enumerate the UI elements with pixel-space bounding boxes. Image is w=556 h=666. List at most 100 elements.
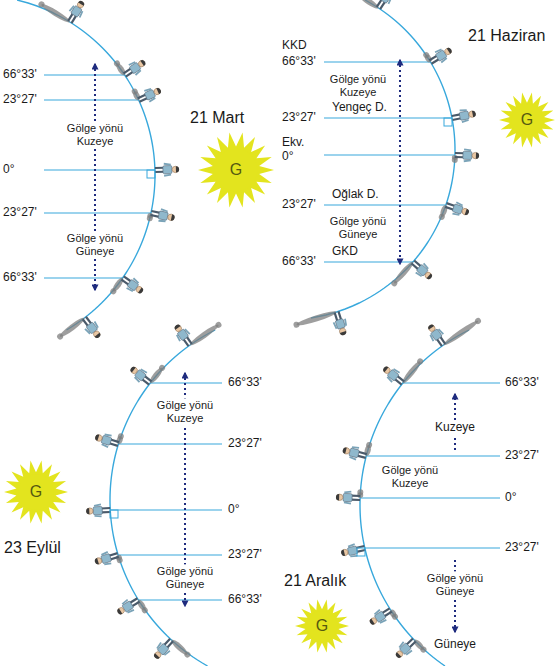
shadow-head: [183, 650, 191, 658]
label-holder: 23°27': [228, 548, 262, 562]
latitude-line: [365, 547, 500, 548]
shadow-head: [419, 645, 427, 653]
label-holder: Gölge yönü Kuzeye: [376, 463, 444, 490]
arm: [164, 175, 171, 176]
shadow: [188, 321, 222, 348]
shadow-body: [296, 309, 338, 327]
hair: [94, 434, 99, 441]
leg: [164, 639, 170, 646]
latitude-label: 23°27': [505, 449, 539, 463]
latitude-line: [44, 169, 155, 170]
sun-letter: G: [295, 599, 349, 653]
leg: [429, 56, 437, 61]
leg: [121, 280, 128, 285]
latitude-line: [110, 509, 222, 510]
right-angle-marks: [110, 118, 452, 556]
person-figure: [340, 542, 366, 559]
right-angle-mark: [110, 510, 118, 518]
label-holder: 23°27': [505, 541, 539, 555]
arm: [156, 643, 161, 649]
latitude-label: 0°: [505, 491, 516, 505]
person-figure: [136, 84, 163, 105]
arm: [388, 0, 393, 4]
hair: [171, 214, 175, 221]
leg: [109, 443, 118, 446]
shadow: [355, 0, 380, 11]
leg: [126, 72, 133, 77]
date-label: 21 Haziran: [468, 27, 545, 45]
leg: [455, 152, 464, 154]
arm: [460, 109, 467, 111]
person-figure: [150, 207, 176, 224]
leg: [440, 336, 445, 343]
arm: [435, 49, 442, 53]
head: [117, 606, 126, 615]
arm: [141, 368, 147, 373]
latitude-label: Oğlak D.: [332, 188, 379, 202]
shadow-direction-note: Gölge yönü Güneye: [151, 564, 219, 591]
head: [424, 271, 433, 280]
arm: [161, 209, 168, 211]
right-angle-mark: [147, 170, 155, 178]
latitude-label: 66°33': [228, 376, 262, 390]
leg: [380, 2, 385, 10]
latitude-line: [118, 443, 222, 444]
sun-letter: G: [4, 460, 68, 524]
arm: [85, 328, 90, 334]
latitude-label: Kuzeye: [433, 421, 477, 435]
leg: [452, 118, 461, 120]
label-holder: Gölge yönü Güneye: [421, 571, 489, 598]
arm: [133, 278, 139, 283]
leg: [130, 598, 138, 603]
arm: [101, 444, 108, 447]
arm: [464, 160, 471, 161]
arm: [94, 504, 101, 505]
hair: [138, 287, 144, 294]
arm: [344, 319, 347, 326]
label-holder: Oğlak D.: [332, 188, 379, 202]
arm: [348, 544, 355, 547]
head: [472, 152, 479, 159]
latitude-label: 0°: [3, 163, 14, 177]
sun-symbol: G: [295, 599, 349, 653]
hair: [116, 608, 122, 615]
shadow-direction-note: Gölge yönü Güneye: [421, 571, 489, 598]
arm: [374, 610, 380, 615]
head: [153, 651, 162, 660]
person-figure: [393, 636, 419, 661]
shadow: [388, 608, 399, 620]
shadow-head: [438, 213, 446, 221]
latitude-label: 23°27': [3, 93, 37, 107]
arm: [416, 272, 422, 277]
person-figure: [128, 363, 154, 387]
latitude-line: [360, 497, 500, 498]
latitude-label: 0°: [228, 503, 239, 517]
hair: [86, 508, 90, 515]
head: [461, 208, 469, 216]
person-figure: [155, 163, 180, 176]
torso: [343, 493, 352, 501]
shadow-direction-note: Gölge yönü Kuzeye: [376, 463, 444, 490]
label-holder: 23°27': [3, 206, 37, 220]
sun-letter: G: [198, 132, 274, 208]
latitude-label: Ekv.: [282, 136, 304, 150]
person-figure: [451, 108, 477, 124]
latitude-line: [324, 154, 455, 155]
arm: [149, 98, 156, 102]
hair: [382, 365, 389, 372]
date-label: 23 Eylül: [4, 539, 61, 557]
shadow-direction-note: Gölge yönü Güneye: [61, 231, 129, 258]
latitude-label: 23°27': [228, 437, 262, 451]
head: [427, 324, 436, 333]
leg: [155, 167, 164, 169]
shadow-head: [56, 332, 64, 340]
arm: [380, 619, 386, 624]
arm: [94, 322, 99, 328]
label-holder: Gölge yönü Güneye: [324, 214, 392, 241]
shadow-body: [442, 319, 480, 348]
head: [468, 110, 475, 117]
hair: [427, 323, 434, 329]
head: [86, 508, 93, 515]
label-holder: 23°27': [282, 198, 316, 212]
